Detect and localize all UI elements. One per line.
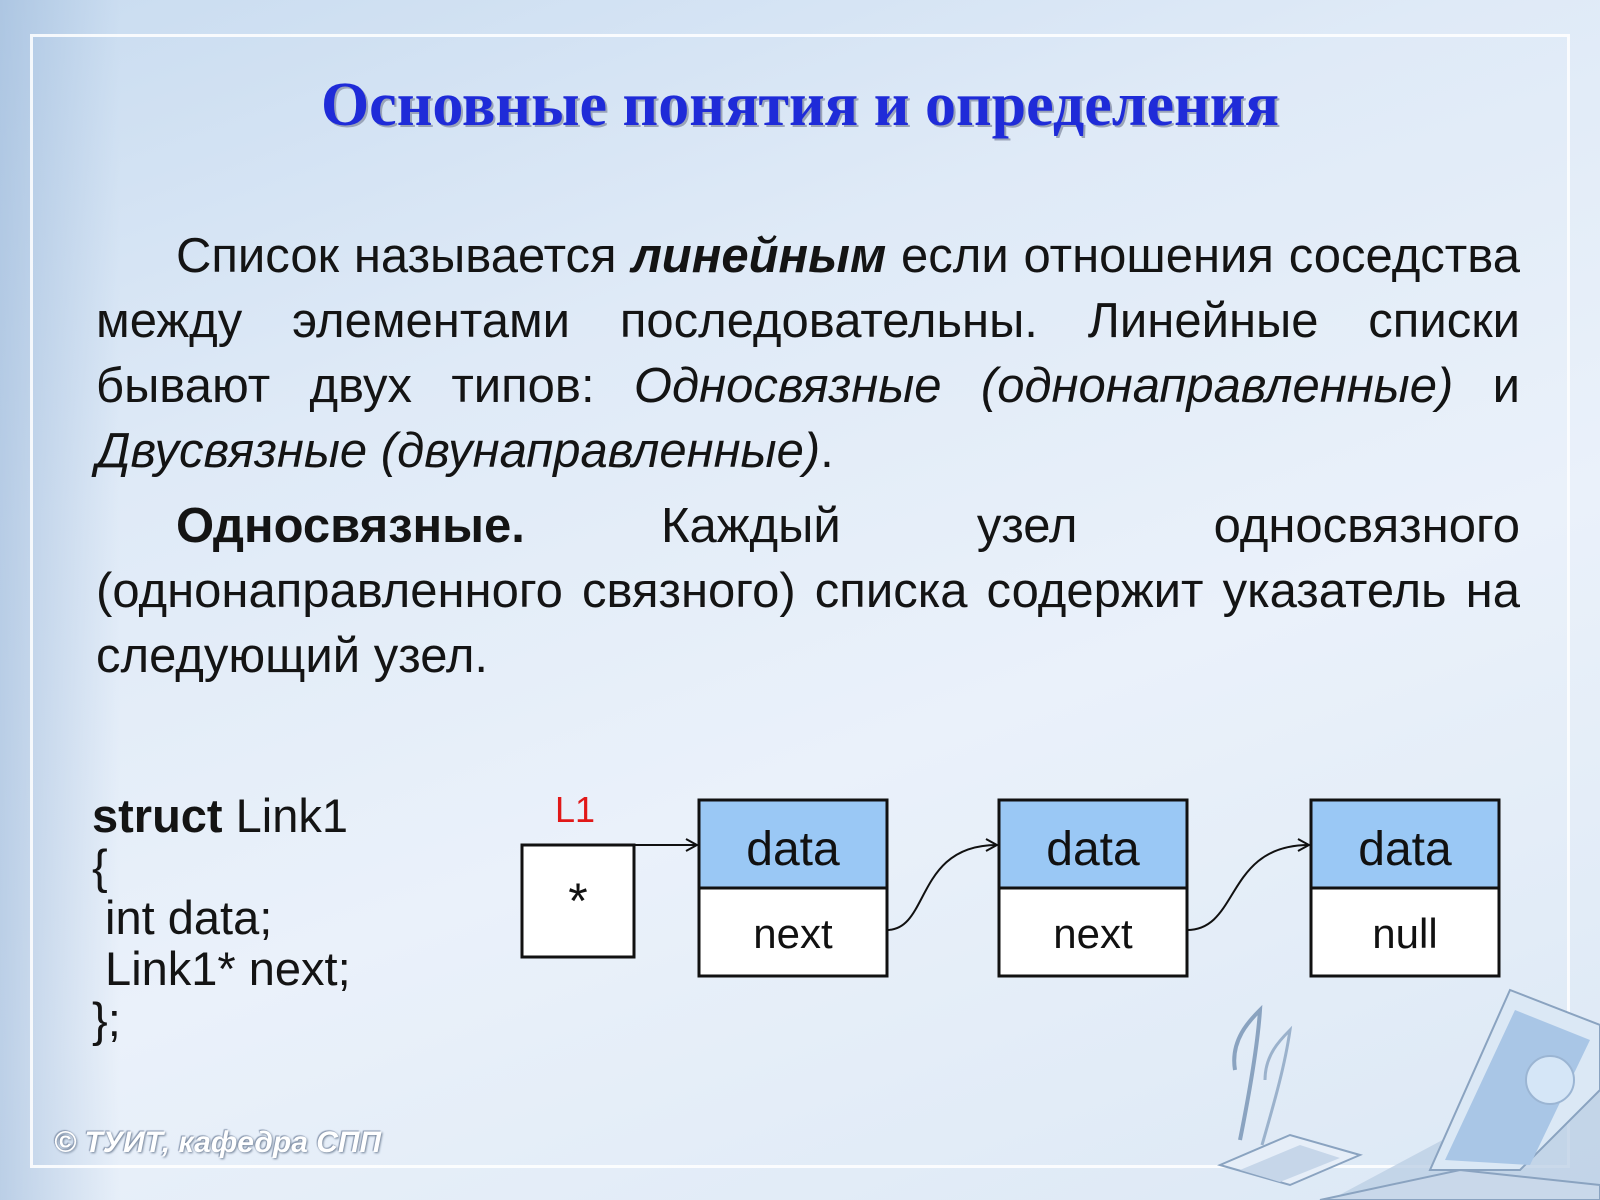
code-line-next: Link1* next; [92, 942, 351, 995]
paragraph-linear-lists: Список называется линейным если отношени… [96, 229, 1520, 478]
term-linear: линейным [631, 229, 887, 283]
node-data-label: data [1358, 823, 1452, 876]
list-node-1: data next [697, 798, 889, 978]
term-singly-heading: Односвязные. [176, 499, 525, 553]
laptop-book-illustration [1217, 988, 1600, 1200]
list-node-3: data null [1309, 798, 1501, 978]
node-next-label: null [1372, 910, 1437, 957]
pointer-label: L1 [555, 789, 595, 830]
arrow-node-2-to-node-3 [1186, 845, 1309, 931]
code-line-close: }; [92, 993, 121, 1046]
pointer-value: * [568, 873, 587, 929]
paragraph-singly-linked: Односвязные. Каждый узел односвязного (о… [96, 499, 1520, 683]
pointer-box [520, 843, 636, 959]
list-node-2: data next [997, 798, 1189, 978]
term-doubly-linked: Двусвязные (двунаправленные) [96, 424, 821, 478]
arrow-node-1-to-node-2 [886, 845, 997, 931]
background-decoration [0, 0, 120, 1200]
copyright-footer: © ТУИТ, кафедра СПП [54, 1126, 382, 1159]
node-data-cell [697, 798, 889, 890]
slide-frame [30, 34, 1570, 1168]
node-data-cell [1309, 798, 1501, 890]
code-line-data: int data; [92, 891, 273, 944]
code-line-open: { [92, 840, 108, 893]
node-next-cell [1309, 886, 1501, 978]
node-data-label: data [746, 823, 840, 876]
node-next-label: next [753, 910, 833, 957]
slide-title: Основные понятия и определения [320, 71, 1280, 139]
term-singly-linked: Односвязные (однонаправленные) [633, 359, 1454, 413]
node-next-cell [697, 886, 889, 978]
node-next-cell [997, 886, 1189, 978]
code-struct: struct Link1 { int data; Link1* next; }; [92, 790, 351, 1045]
node-next-label: next [1053, 910, 1133, 957]
node-data-label: data [1046, 823, 1140, 876]
code-line-struct: struct Link1 [92, 789, 349, 842]
